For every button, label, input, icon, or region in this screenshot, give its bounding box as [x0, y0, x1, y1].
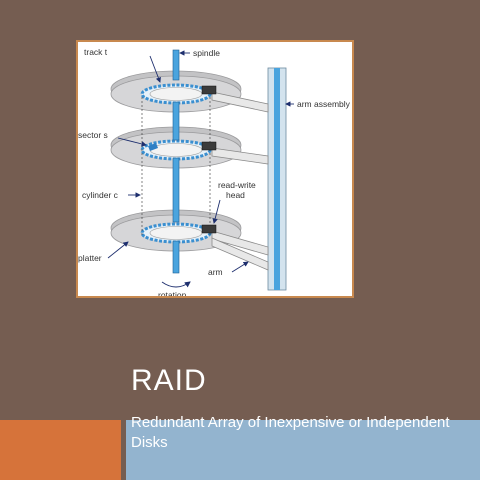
platter-leader [107, 241, 129, 259]
label-spindle: spindle [193, 48, 220, 58]
read-write-head-leader [212, 199, 221, 224]
spindle-shaft [172, 49, 180, 274]
cylinder-outline [141, 97, 211, 236]
label-read-write-head-line2: head [226, 190, 245, 200]
sector-highlight [148, 143, 158, 151]
label-arm-assembly: arm assembly [297, 99, 351, 109]
arm-assembly [201, 67, 287, 291]
label-platter: platter [78, 253, 102, 263]
platter-bottom [110, 209, 242, 252]
label-track: track t [84, 47, 108, 57]
disk-mechanism-diagram: track t spindle arm assembly sector s cy… [78, 47, 351, 296]
label-rotation: rotation [158, 290, 187, 296]
accent-band-blue [126, 420, 480, 480]
label-read-write-head-line1: read-write [218, 180, 256, 190]
label-arm: arm [208, 267, 223, 277]
track-leader [149, 55, 161, 83]
label-sector: sector s [78, 130, 108, 140]
rotation-arrow [161, 281, 191, 288]
slide-title: RAID [131, 364, 207, 397]
sector-leader [117, 137, 147, 147]
disk-diagram-figure: track t spindle arm assembly sector s cy… [76, 40, 354, 298]
platter-top [110, 70, 242, 113]
slide-subtitle: Redundant Array of Inexpensive or Indepe… [131, 414, 450, 451]
arm-leader [231, 261, 249, 273]
label-cylinder: cylinder c [82, 190, 119, 200]
accent-band-orange [0, 420, 121, 480]
